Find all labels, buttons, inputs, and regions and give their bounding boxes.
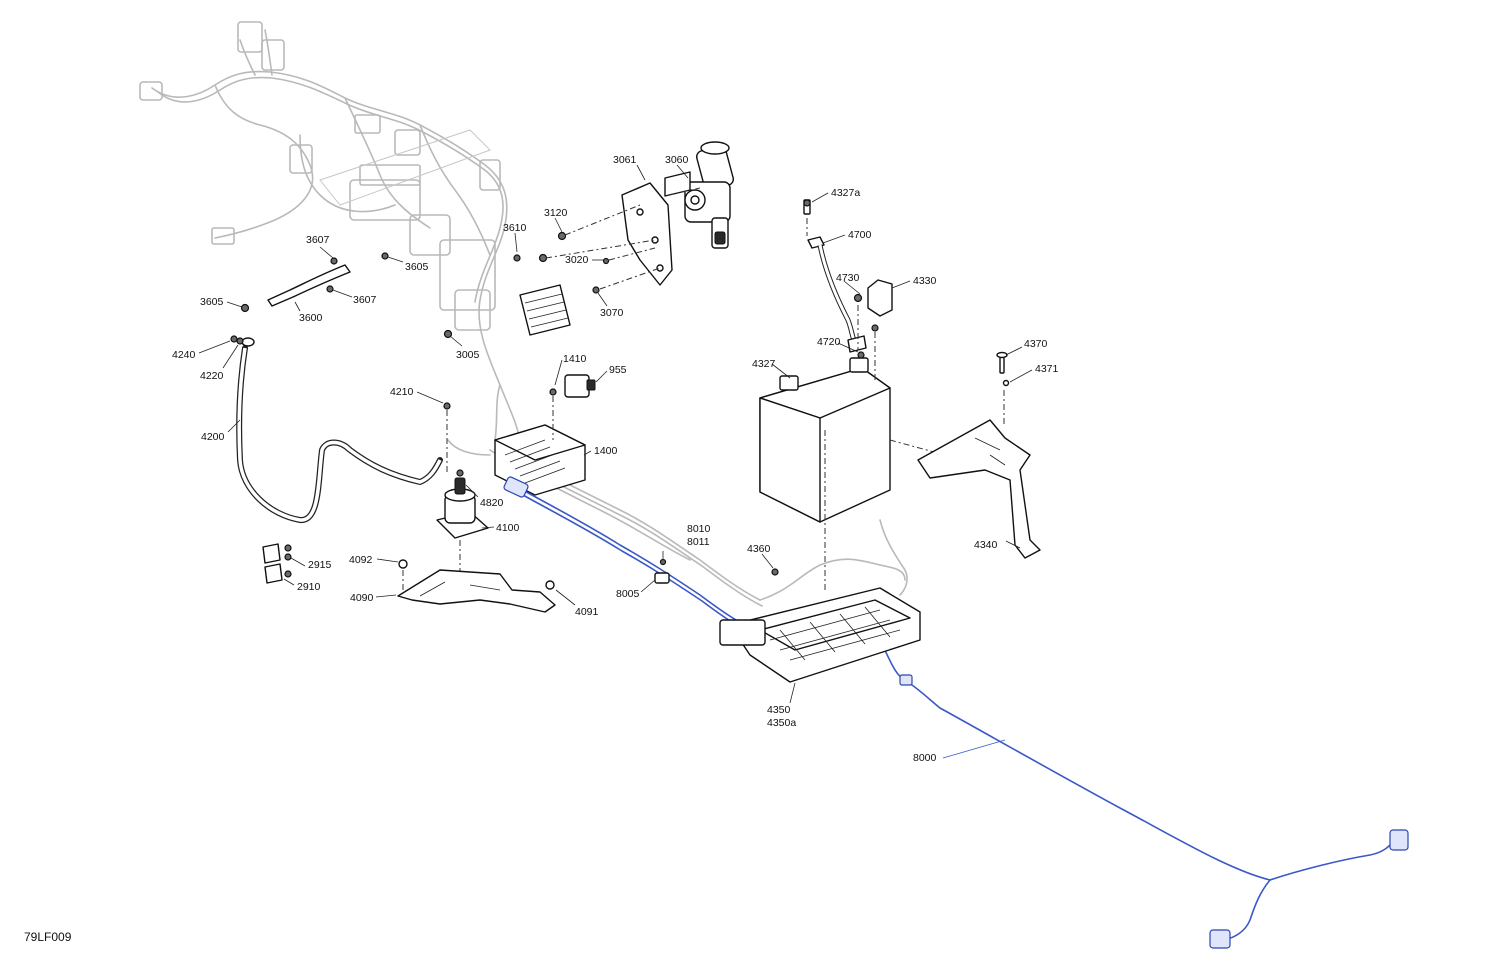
callout-4350: 4350 <box>767 704 791 716</box>
callout-4210: 4210 <box>390 386 414 398</box>
callout-4370: 4370 <box>1024 338 1048 350</box>
callout-3070: 3070 <box>600 307 624 319</box>
starter-solenoid-4100 <box>436 469 489 590</box>
callout-8011: 8011 <box>687 536 710 548</box>
callout-2910: 2910 <box>297 581 321 593</box>
callout-1400: 1400 <box>594 445 618 457</box>
callout-4330: 4330 <box>913 275 937 287</box>
connector-block <box>519 284 571 336</box>
callout-4091: 4091 <box>575 606 599 618</box>
fuse-box-4350 <box>719 568 921 683</box>
callout-3605-left: 3605 <box>200 296 224 308</box>
terminal-cap-4330 <box>867 279 893 380</box>
callout-4092: 4092 <box>349 554 373 566</box>
main-wiring-harness-ghost <box>139 21 908 607</box>
callout-4360: 4360 <box>747 543 771 555</box>
clips-2910-2915 <box>262 543 292 584</box>
battery-cable-4200 <box>230 335 443 523</box>
callout-3120: 3120 <box>544 207 568 219</box>
callout-8010: 8010 <box>687 523 711 535</box>
callout-3605-right: 3605 <box>405 261 429 273</box>
callout-3610: 3610 <box>503 222 527 234</box>
voltage-regulator-1400 <box>494 424 586 496</box>
battery-cable-4700 <box>803 199 867 359</box>
callout-8000: 8000 <box>913 752 937 764</box>
actuator-motor-3060 <box>664 141 735 249</box>
callout-4090: 4090 <box>350 592 374 604</box>
ground-strap-3600 <box>240 252 453 339</box>
callout-2915: 2915 <box>308 559 332 571</box>
callout-4220: 4220 <box>200 370 224 382</box>
callout-4240: 4240 <box>172 349 196 361</box>
callout-4730: 4730 <box>836 272 860 284</box>
callout-4700: 4700 <box>848 229 872 241</box>
callout-3061: 3061 <box>613 154 637 166</box>
nut-4210 <box>443 402 451 475</box>
support-bracket-4090 <box>397 559 556 613</box>
bracket-3061 <box>621 182 673 286</box>
battery-bracket-4340 <box>917 351 1041 559</box>
callout-3607-bottom: 3607 <box>353 294 377 306</box>
callout-8005: 8005 <box>616 588 640 600</box>
callout-955: 955 <box>609 364 627 376</box>
callout-3020: 3020 <box>565 254 589 266</box>
callout-3060: 3060 <box>665 154 689 166</box>
callout-4100: 4100 <box>496 522 520 534</box>
callout-4200: 4200 <box>201 431 225 443</box>
callout-4327a: 4327a <box>831 187 860 199</box>
callout-4720: 4720 <box>817 336 841 348</box>
callout-3607-top: 3607 <box>306 234 330 246</box>
callout-3005: 3005 <box>456 349 480 361</box>
callout-4350a: 4350a <box>767 717 796 729</box>
callout-3600: 3600 <box>299 312 323 324</box>
callout-1410: 1410 <box>563 353 587 365</box>
callout-labels: 3061 3060 3120 3610 3020 3070 3607 3605 … <box>172 154 1059 764</box>
connector-955 <box>549 374 596 440</box>
harness-8000-highlighted <box>503 476 1409 949</box>
callout-4340: 4340 <box>974 539 998 551</box>
fasteners-actuator <box>513 187 701 294</box>
callout-4327: 4327 <box>752 358 776 370</box>
leader-lines <box>198 164 1033 759</box>
callout-4371: 4371 <box>1035 363 1059 375</box>
battery-4327 <box>759 357 1001 590</box>
diagram-reference-code: 79LF009 <box>24 930 72 944</box>
callout-4820: 4820 <box>480 497 504 509</box>
